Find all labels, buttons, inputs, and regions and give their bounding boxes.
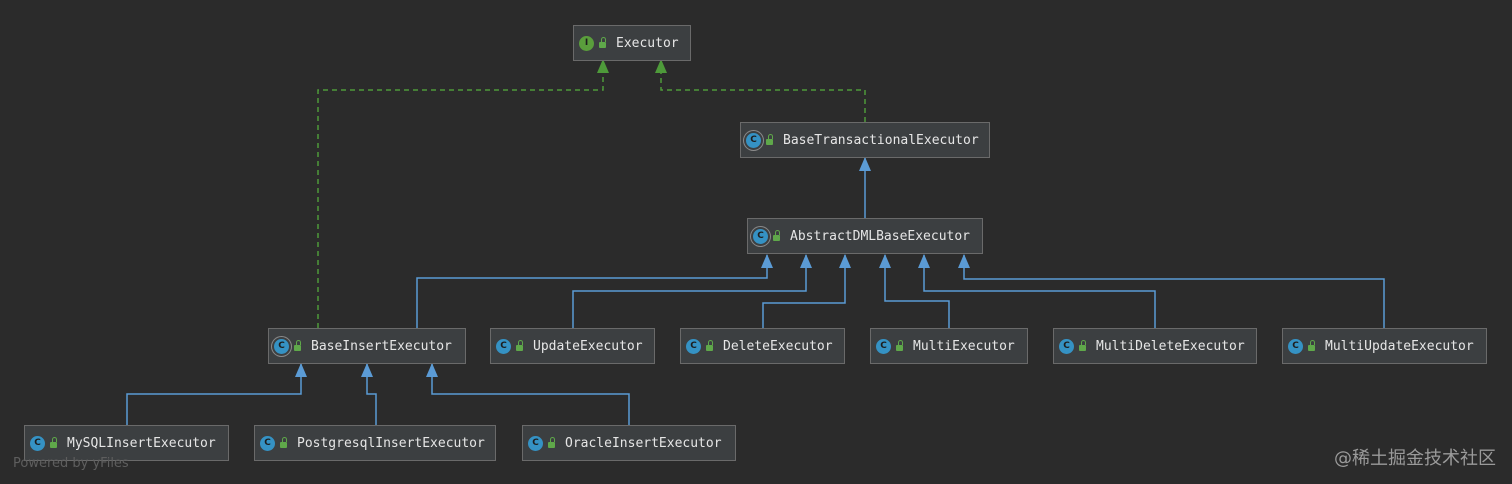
public-access-icon [548,437,555,448]
class-node-delete[interactable]: C DeleteExecutor [680,328,845,364]
public-access-icon [280,437,287,448]
class-icon: C [260,435,275,451]
extends-edge-update-to-abstract-dml [572,254,812,328]
class-icon: C [30,435,45,451]
class-icon: C [528,435,543,451]
class-name: MultiExecutor [913,338,1015,354]
extends-edge-postgresql-insert-to-base-insert [361,363,377,425]
class-name: BaseInsertExecutor [311,338,452,354]
class-node-multi-update[interactable]: C MultiUpdateExecutor [1282,328,1487,364]
class-name: BaseTransactionalExecutor [783,132,979,148]
public-access-icon [896,340,903,351]
public-access-icon [1079,340,1086,351]
public-access-icon [766,134,773,145]
public-access-icon [1308,340,1315,351]
interface-icon: I [579,35,594,51]
class-node-executor[interactable]: I Executor [573,25,691,61]
class-name: MultiDeleteExecutor [1096,338,1245,354]
abstract-class-icon: C [753,228,768,244]
class-icon: C [686,338,701,354]
extends-edge-multi-update-to-abstract-dml [958,254,1385,328]
class-name: MySQLInsertExecutor [67,435,216,451]
public-access-icon [599,37,606,48]
class-node-oracle-insert[interactable]: C OracleInsertExecutor [522,425,736,461]
extends-edge-base-insert-to-abstract-dml [416,254,773,328]
class-icon: C [876,338,891,354]
extends-edge-multi-to-abstract-dml [879,254,950,328]
class-name: UpdateExecutor [533,338,643,354]
abstract-class-icon: C [746,132,761,148]
class-name: OracleInsertExecutor [565,435,722,451]
public-access-icon [773,230,780,241]
class-node-multi-delete[interactable]: C MultiDeleteExecutor [1053,328,1257,364]
class-icon: C [1059,338,1074,354]
class-name: PostgresqlInsertExecutor [297,435,485,451]
class-node-abstract-dml[interactable]: C AbstractDMLBaseExecutor [747,218,983,254]
public-access-icon [706,340,713,351]
extends-edge-multi-delete-to-abstract-dml [918,254,1156,328]
class-name: Executor [616,35,679,51]
extends-edge-oracle-insert-to-base-insert [426,363,630,425]
extends-edge-delete-to-abstract-dml [762,254,851,328]
extends-edge-mysql-insert-to-base-insert [126,363,307,425]
class-node-base-insert[interactable]: C BaseInsertExecutor [268,328,466,364]
class-node-mysql-insert[interactable]: C MySQLInsertExecutor [24,425,229,461]
implements-edge-base-insert-to-executor [317,59,609,328]
class-icon: C [496,338,511,354]
class-name: AbstractDMLBaseExecutor [790,228,971,244]
public-access-icon [294,340,301,351]
public-access-icon [516,340,523,351]
class-name: DeleteExecutor [723,338,833,354]
class-name: MultiUpdateExecutor [1325,338,1474,354]
class-node-multi[interactable]: C MultiExecutor [870,328,1028,364]
footer-text: Powered by yFiles [13,456,129,471]
class-icon: C [1288,338,1303,354]
watermark: @稀土掘金技术社区 [1334,448,1496,469]
class-node-base-transactional[interactable]: C BaseTransactionalExecutor [740,122,990,158]
class-node-postgresql-insert[interactable]: C PostgresqlInsertExecutor [254,425,496,461]
public-access-icon [50,437,57,448]
implements-edge-base-transactional-to-executor [655,59,866,122]
class-node-update[interactable]: C UpdateExecutor [490,328,655,364]
abstract-class-icon: C [274,338,289,354]
